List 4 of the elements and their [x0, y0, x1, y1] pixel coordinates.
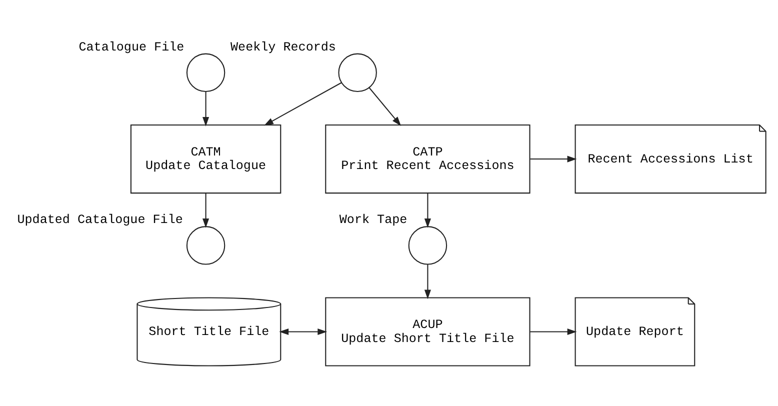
node-label: Weekly Records	[230, 40, 336, 54]
node-label: Updated Catalogue File	[16, 212, 182, 227]
node-label: Catalogue File	[78, 40, 184, 54]
node-label: Work Tape	[338, 212, 407, 227]
